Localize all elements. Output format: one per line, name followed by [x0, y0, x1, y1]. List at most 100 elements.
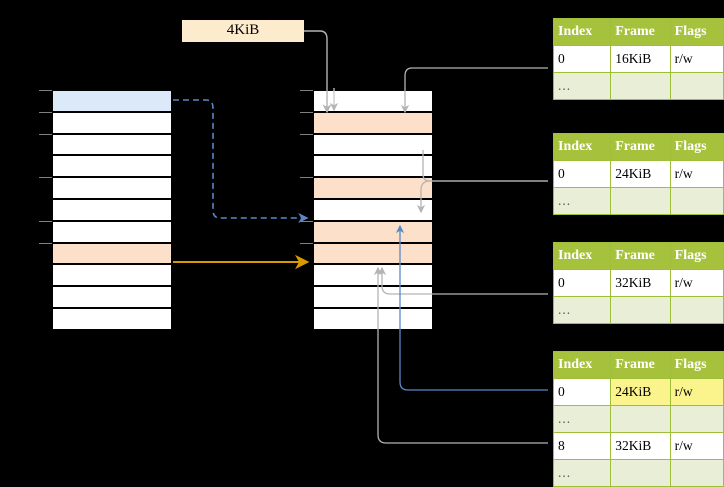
row-tick-mark: [300, 133, 313, 135]
connector-table2-to-phys: [422, 150, 548, 182]
virtual-memory-column-row[interactable]: [52, 242, 172, 265]
column-header-flags: Flags: [669, 18, 724, 46]
virtual-memory-column-row[interactable]: [52, 286, 172, 308]
table-cell-index: 0: [552, 160, 612, 188]
table-cell-frame: 16KiB: [610, 45, 671, 73]
column-header-index: Index: [552, 242, 612, 270]
row-tick-mark: [39, 133, 52, 135]
virtual-memory-column: [52, 90, 172, 330]
row-tick-mark: [300, 242, 313, 244]
table-row[interactable]: ...: [552, 187, 724, 215]
column-header-frame: Frame: [610, 351, 671, 379]
table-cell-index: 8: [552, 432, 612, 460]
virtual-memory-column-row[interactable]: [52, 198, 172, 221]
column-header-flags: Flags: [669, 351, 724, 379]
table-cell-frame: 32KiB: [610, 432, 671, 460]
table-cell-index: ...: [552, 72, 612, 100]
table-cell-flags: [669, 296, 724, 324]
table-row[interactable]: ...: [552, 72, 724, 100]
connector-table2-curve: [416, 180, 548, 214]
table-cell-frame: [610, 296, 671, 324]
physical-memory-column-row[interactable]: [313, 90, 433, 112]
row-tick-mark: [39, 242, 52, 244]
table-cell-frame: [610, 459, 671, 487]
table-cell-flags: [669, 72, 724, 100]
table-cell-flags: [669, 187, 724, 215]
table-cell-frame: 32KiB: [610, 269, 671, 297]
column-header-frame: Frame: [610, 133, 671, 161]
row-tick-mark: [300, 177, 313, 179]
physical-memory-column-row[interactable]: [313, 286, 433, 308]
row-tick-mark: [300, 90, 313, 91]
table-cell-flags: r/w: [669, 269, 724, 297]
physical-memory-column-row[interactable]: [313, 155, 433, 178]
row-tick-mark: [39, 177, 52, 179]
table-cell-index: ...: [552, 296, 612, 324]
column-header-frame: Frame: [610, 242, 671, 270]
virtual-memory-column-row[interactable]: [52, 220, 172, 243]
table-row[interactable]: ...: [552, 296, 724, 324]
table-cell-index: 0: [552, 378, 612, 406]
table-cell-flags: r/w: [669, 45, 724, 73]
row-tick-mark: [39, 90, 52, 91]
table-cell-flags: r/w: [669, 160, 724, 188]
table-cell-flags: r/w: [669, 378, 724, 406]
physical-memory-column-row[interactable]: [313, 111, 433, 134]
column-header-flags: Flags: [669, 133, 724, 161]
table-cell-index: ...: [552, 405, 612, 433]
virtual-memory-column-row[interactable]: [52, 264, 172, 287]
table-cell-flags: r/w: [669, 432, 724, 460]
virtual-memory-column-row[interactable]: [52, 155, 172, 178]
virtual-memory-column-row[interactable]: [52, 133, 172, 156]
row-tick-mark: [300, 220, 313, 222]
physical-memory-column-row[interactable]: [313, 133, 433, 156]
physical-memory-column-row[interactable]: [313, 264, 433, 287]
column-header-index: Index: [552, 351, 612, 379]
physical-memory-column-row[interactable]: [313, 220, 433, 243]
table-cell-frame: [610, 187, 671, 215]
physical-memory-column: [313, 90, 433, 330]
table-cell-index: ...: [552, 459, 612, 487]
table-row[interactable]: ...: [552, 405, 724, 433]
physical-memory-column-row[interactable]: [313, 177, 433, 199]
column-header-flags: Flags: [669, 242, 724, 270]
table-cell-frame: 24KiB: [610, 160, 671, 188]
table-cell-index: 0: [552, 269, 612, 297]
column-header-index: Index: [552, 18, 612, 46]
table-cell-index: ...: [552, 187, 612, 215]
column-header-index: Index: [552, 133, 612, 161]
table-cell-flags: [669, 405, 724, 433]
virtual-memory-column-row[interactable]: [52, 307, 172, 330]
physical-memory-column-row[interactable]: [313, 242, 433, 265]
page-size-label: 4KiB: [182, 20, 304, 42]
table-cell-frame: [610, 405, 671, 433]
table-cell-flags: [669, 459, 724, 487]
physical-memory-column-row[interactable]: [313, 198, 433, 221]
table-cell-frame: 24KiB: [610, 378, 671, 406]
connector-virt-to-phys-dashed: [173, 99, 309, 224]
table-cell-frame: [610, 72, 671, 100]
virtual-memory-column-row[interactable]: [52, 177, 172, 199]
virtual-memory-column-row[interactable]: [52, 111, 172, 134]
table-row[interactable]: ...: [552, 459, 724, 487]
virtual-memory-column-row[interactable]: [52, 90, 172, 112]
row-tick-mark: [39, 111, 52, 113]
physical-memory-column-row[interactable]: [313, 307, 433, 330]
row-tick-mark: [39, 220, 52, 222]
table-cell-index: 0: [552, 45, 612, 73]
row-tick-mark: [300, 111, 313, 113]
